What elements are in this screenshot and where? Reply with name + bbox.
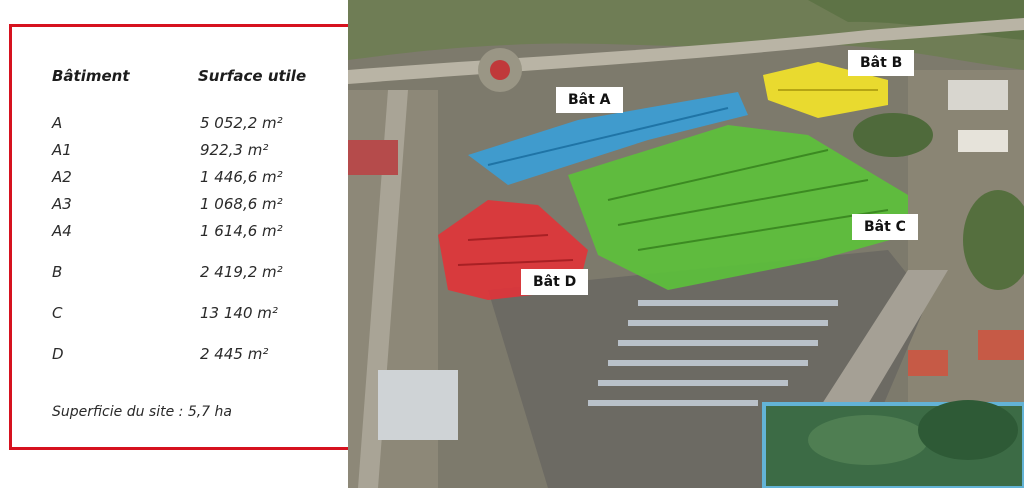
row-value-a2: 1 446,6 m²: [200, 168, 283, 186]
row-value-c: 13 140 m²: [200, 304, 278, 322]
row-label-d: D: [52, 345, 64, 363]
site-area-note: Superficie du site : 5,7 ha: [52, 404, 232, 420]
aerial-site-photo: [348, 0, 1024, 488]
header-surface: Surface utile: [198, 67, 307, 85]
row-value-d: 2 445 m²: [200, 345, 269, 363]
label-bat-d: Bât D: [521, 269, 589, 295]
header-building: Bâtiment: [52, 67, 130, 85]
row-label-c: C: [52, 304, 63, 322]
surface-table-panel: Bâtiment Surface utile A 5 052,2 m² A1 9…: [9, 24, 399, 450]
label-bat-c: Bât C: [852, 214, 918, 240]
row-value-a: 5 052,2 m²: [200, 114, 283, 132]
row-value-b: 2 419,2 m²: [200, 263, 283, 281]
row-label-a2: A2: [52, 168, 72, 186]
row-value-a1: 922,3 m²: [200, 141, 269, 159]
row-value-a4: 1 614,6 m²: [200, 222, 283, 240]
row-label-a3: A3: [52, 195, 72, 213]
row-label-b: B: [52, 263, 63, 281]
label-bat-b: Bât B: [848, 50, 915, 76]
row-value-a3: 1 068,6 m²: [200, 195, 283, 213]
label-bat-a: Bât A: [556, 87, 623, 113]
row-label-a1: A1: [52, 141, 72, 159]
row-label-a4: A4: [52, 222, 72, 240]
row-label-a: A: [52, 114, 63, 132]
